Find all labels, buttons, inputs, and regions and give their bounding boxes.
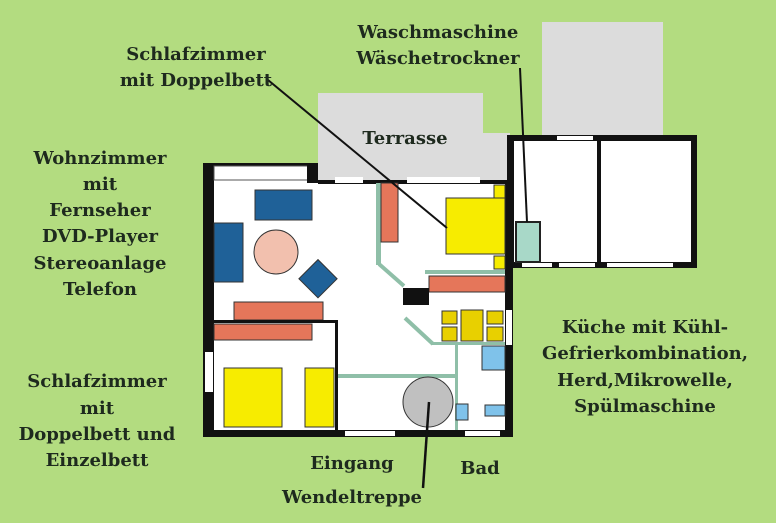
label-living-room-line: DVD-Player [42,226,159,247]
label-living-room-line: Telefon [63,279,137,300]
window [506,310,512,345]
double-bed [445,197,506,255]
chair [486,310,504,325]
label-entrance: Eingang [310,453,394,474]
leader-line-stairs [421,401,431,489]
chair [441,310,458,325]
sofa [254,189,313,221]
nightstand [493,184,506,199]
label-bedroom-bottom: Schlafzimmer [27,371,167,392]
dining-table [460,309,484,342]
kitchen-diagonal-wall [403,316,435,346]
round-table [253,229,299,275]
label-living-room-line: mit [83,174,118,195]
label-kitchen-line: Spülmaschine [574,396,716,417]
sofa [213,222,244,283]
label-bathroom: Bad [460,458,500,479]
bath-wall [455,343,458,430]
annex-room [601,141,691,262]
sink [484,404,506,417]
window [607,263,673,267]
bedroom-diagonal-wall [377,262,406,288]
armchair [298,258,338,299]
label-bedroom-bottom-line: Einzelbett [46,450,150,471]
single-bed [304,367,335,428]
bedroom-wall [214,320,338,323]
wall-corner [307,163,318,183]
bedroom-wall [335,320,338,430]
window [205,352,213,392]
bedroom-wall [376,183,381,265]
toilet [455,403,469,421]
main-house [203,163,513,437]
window [465,431,500,436]
kitchen-wall [425,270,505,274]
label-kitchen: Küche mit Kühl- [562,317,728,338]
window [335,177,363,183]
window [345,431,395,436]
nightstand [493,255,506,270]
annex-terrace-area [542,22,663,137]
label-waeschetrockner: Wäschetrockner [355,48,520,69]
label-bedroom-bottom-line: mit [80,398,115,419]
chair [441,326,458,342]
label-bedroom-bottom-line: Doppelbett und [19,424,176,445]
terrace-notch [318,163,513,180]
label-spiral-staircase: Wendeltreppe [281,487,422,508]
label-living-room: Wohnzimmer [32,148,167,169]
chimney [403,288,429,305]
label-terrace: Terrasse [362,128,447,149]
label-waschmaschine: Waschmaschine [357,22,519,43]
window [407,177,480,183]
chair [486,326,504,342]
kitchen-counter [428,275,506,293]
label-bedroom-top: Schlafzimmer [126,44,266,65]
label-kitchen-line: Gefrierkombination, [542,343,748,364]
window [557,136,593,140]
label-living-room-line: Stereoanlage [34,253,167,274]
label-kitchen-line: Herd,Mikrowelle, [557,370,733,391]
label-living-room-line: Fernseher [49,200,151,221]
leader-line-washer [519,67,528,223]
shower [481,345,506,371]
annex [507,135,697,268]
washing-machine [515,221,541,263]
wardrobe [380,182,399,243]
corridor-wall [338,374,457,378]
double-bed [223,367,283,428]
window [522,263,552,267]
kitchen-wall [432,342,505,345]
tv-cabinet [233,301,324,321]
leader-line-bedroom [267,79,448,229]
wardrobe [213,323,313,341]
window [559,263,595,267]
label-bedroom-top-detail: mit Doppelbett [120,70,273,91]
window [213,165,309,181]
